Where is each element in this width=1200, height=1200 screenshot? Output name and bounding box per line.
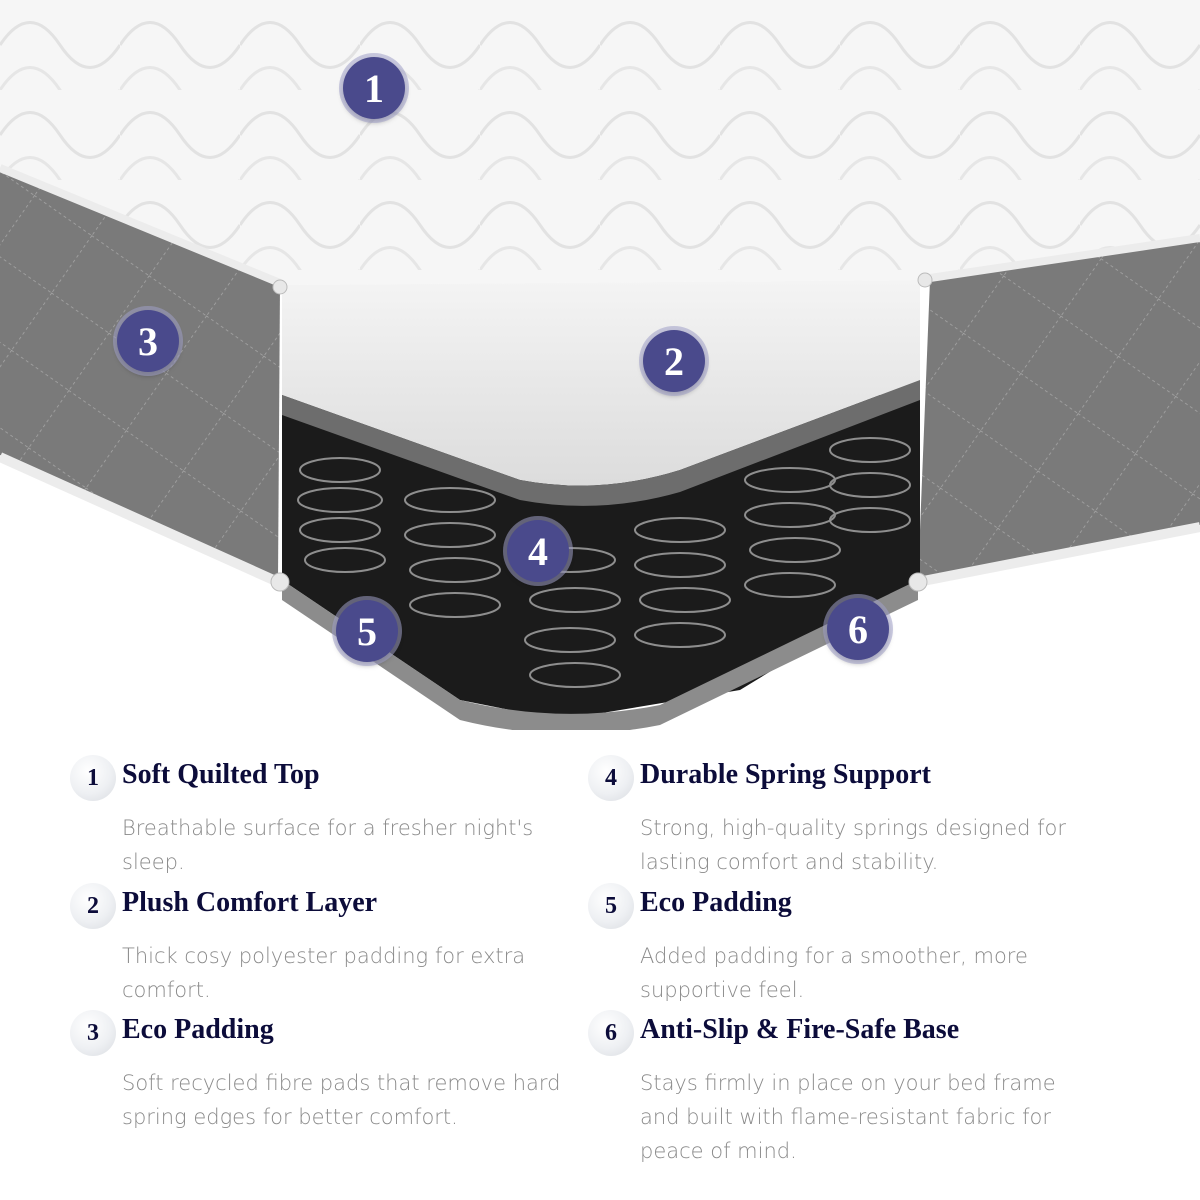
marker-1: 1: [343, 57, 405, 119]
feature-title: Anti-Slip & Fire-Safe Base: [640, 1014, 960, 1045]
feature-number: 6: [588, 1010, 634, 1056]
marker-5: 5: [336, 600, 398, 662]
feature-number: 2: [70, 883, 116, 929]
feature-description: Stays firmly in place on your bed frame …: [640, 1071, 1056, 1163]
feature-description: Strong, high-quality springs designed fo…: [640, 816, 1066, 874]
feature-title: Eco Padding: [640, 887, 792, 918]
feature-title: Soft Quilted Top: [122, 759, 320, 790]
feature-description: Soft recycled fibre pads that remove har…: [122, 1071, 561, 1129]
feature-title: Eco Padding: [122, 1014, 274, 1045]
feature-description: Added padding for a smoother, more suppo…: [640, 944, 1028, 1002]
mattress-cutaway-graphic: [0, 0, 1200, 734]
marker-2: 2: [643, 330, 705, 392]
feature-number: 3: [70, 1010, 116, 1056]
marker-3: 3: [117, 310, 179, 372]
marker-4: 4: [507, 520, 569, 582]
feature-number: 4: [588, 755, 634, 801]
feature-number: 1: [70, 755, 116, 801]
feature-title: Plush Comfort Layer: [122, 887, 378, 918]
feature-description: Thick cosy polyester padding for extra c…: [122, 944, 526, 1002]
marker-6: 6: [827, 598, 889, 660]
feature-number: 5: [588, 883, 634, 929]
feature-description: Breathable surface for a fresher night's…: [122, 816, 534, 874]
mattress-illustration: 1 2 3 4 5 6: [0, 0, 1200, 734]
feature-title: Durable Spring Support: [640, 759, 931, 790]
